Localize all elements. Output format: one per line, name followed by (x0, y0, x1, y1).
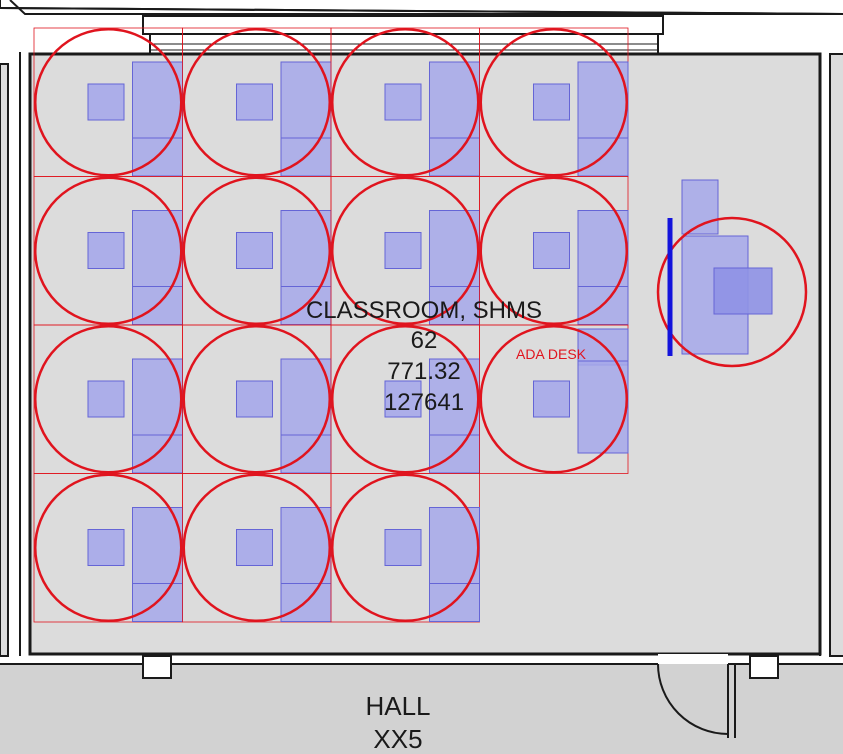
chair (87, 380, 125, 418)
exterior-wall-top (0, 0, 843, 15)
ada-desk-label: ADA DESK (516, 346, 587, 362)
desk (132, 358, 183, 436)
clearance-circle (331, 325, 480, 474)
clearance-circle (34, 473, 183, 622)
room-capacity: 62 (411, 327, 438, 354)
seating-grid (33, 27, 629, 623)
clearance-circle (182, 28, 331, 177)
clearance-circle (34, 176, 183, 325)
desk (280, 358, 332, 436)
hall-number: XX5 (373, 724, 422, 754)
clearance-circle (182, 176, 331, 325)
hall-label: HALL XX5 (365, 691, 430, 754)
clearance-circle (331, 28, 480, 177)
desk (577, 61, 629, 139)
instructor-chair (713, 267, 773, 315)
room-id: 127641 (384, 389, 464, 416)
desk (280, 507, 332, 584)
room-area: 771.32 (387, 358, 460, 385)
desk (132, 210, 183, 287)
chair (87, 83, 125, 121)
hall-name: HALL (365, 691, 430, 721)
clearance-circle (331, 176, 480, 325)
chair (236, 232, 273, 269)
chair (533, 83, 570, 121)
clearance-circle (479, 325, 628, 474)
hall-area (0, 655, 843, 754)
clearance-circle (479, 176, 628, 325)
left-wall (0, 52, 21, 657)
chair (384, 83, 422, 121)
door-swing (657, 654, 736, 738)
clearance-circle (34, 325, 183, 474)
desk-segment (132, 286, 183, 325)
chair (533, 380, 570, 418)
desk (280, 210, 332, 287)
instructor-station (656, 179, 808, 368)
chair (236, 83, 273, 121)
desk (132, 61, 183, 139)
room-label: CLASSROOM, SHMS 62 771.32 127641 (306, 297, 542, 416)
chair (533, 232, 570, 269)
room-name: CLASSROOM, SHMS (306, 297, 542, 324)
desk (429, 507, 480, 584)
desk (132, 507, 183, 584)
chair (384, 232, 422, 269)
instructor-clearance-circle (656, 216, 808, 368)
desk (429, 61, 480, 139)
chair (236, 529, 273, 566)
chair (87, 232, 125, 269)
clearance-circle (479, 28, 628, 177)
clearance-circle (34, 28, 183, 177)
chair (384, 529, 422, 566)
clearance-circle (182, 473, 331, 622)
chair (87, 529, 125, 566)
desk (577, 210, 629, 287)
clearance-circle (331, 473, 480, 622)
chair (236, 380, 273, 418)
ada-desk (577, 360, 629, 454)
desk (429, 210, 480, 287)
desk (280, 61, 332, 139)
clearance-circle (182, 325, 331, 474)
chair (384, 380, 422, 418)
